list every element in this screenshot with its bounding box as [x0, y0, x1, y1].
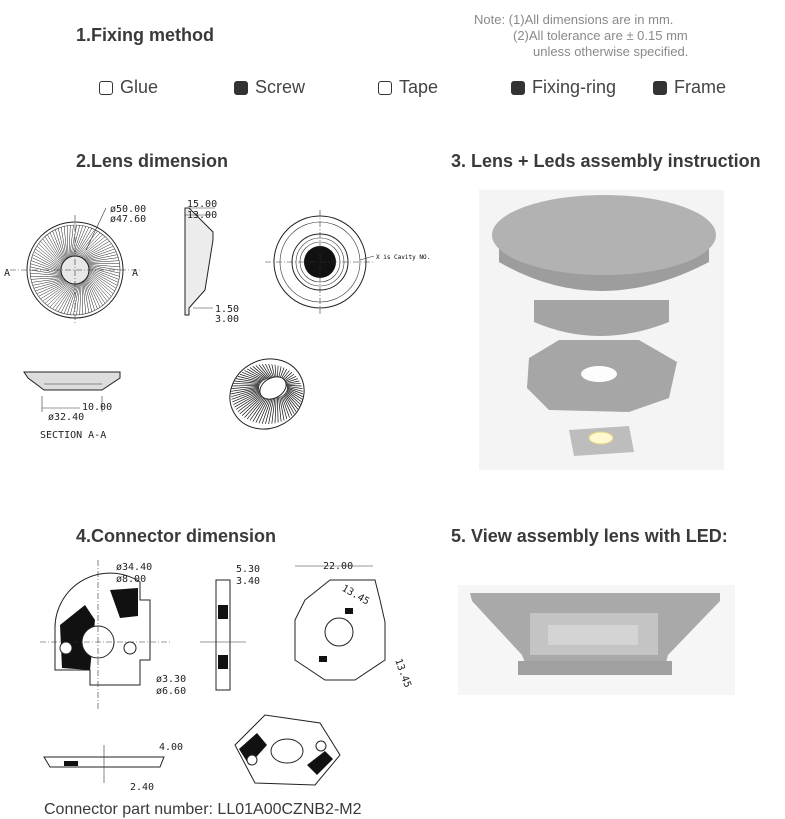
lens-side-view: 15.00 13.00 1.50 3.00	[184, 199, 239, 325]
dim-22-00: 22.00	[323, 561, 353, 572]
lens-iso-view	[229, 358, 305, 430]
lens-profile	[184, 207, 214, 316]
checkbox-glue[interactable]	[99, 80, 113, 95]
connector-iso-screw-1	[246, 754, 258, 766]
option-tape-label: Tape	[399, 77, 439, 97]
lens-top	[492, 195, 716, 275]
dim-32-40: ø32.40	[48, 412, 84, 423]
connector-bottom-pad-1	[345, 608, 353, 614]
section-a-a: 10.00 ø32.40 SECTION A-A	[23, 371, 121, 441]
dim-13: 13.00	[187, 210, 217, 221]
connector-front-view: 4.00 2.40	[43, 742, 183, 793]
note-line-2: (2)All tolerance are ± 0.15 mm	[513, 28, 688, 43]
view-assembly-render	[458, 585, 735, 695]
connector-side-view: 5.30 3.40	[200, 564, 260, 691]
fixing-method-title: 1.Fixing method	[76, 25, 215, 45]
bottom-leader	[359, 255, 375, 261]
connector-iso-dark-1	[239, 733, 267, 765]
view-assembly-title: 5. View assembly lens with LED:	[451, 526, 728, 546]
iso-rays	[230, 363, 304, 425]
dim-3-40: 3.40	[236, 576, 260, 587]
option-screw[interactable]: Screw	[234, 77, 305, 98]
lens-rays	[29, 224, 121, 316]
option-fixing-ring-label: Fixing-ring	[532, 77, 617, 97]
connector-side-detail-1	[218, 605, 228, 619]
checkbox-fixing-ring[interactable]	[511, 80, 525, 95]
connector-title: 4.Connector dimension	[76, 526, 277, 546]
connector-part-number: Connector part number: LL01A00CZNB2-M2	[44, 801, 362, 818]
connector-side-detail-2	[218, 655, 228, 669]
iso-hole	[259, 376, 287, 400]
lens-top-view: A A ø50.00 ø47.60	[4, 204, 146, 325]
led-chip	[588, 431, 614, 445]
connector-iso-dark-2	[307, 751, 333, 775]
checkbox-screw[interactable]	[234, 80, 248, 95]
dim-5-30: 5.30	[236, 564, 260, 575]
checkbox-tape[interactable]	[378, 80, 392, 95]
dim-2-40: 2.40	[130, 782, 154, 793]
dim-3-00: 3.00	[215, 314, 239, 325]
note-line-3: unless otherwise specified.	[533, 44, 689, 59]
dim-34-40: ø34.40	[116, 562, 152, 573]
dim-6-60: ø6.60	[156, 686, 186, 697]
connector-screw-hole-2	[123, 641, 137, 655]
lens-bottom-view: X is Cavity NO.	[265, 210, 430, 314]
option-glue[interactable]: Glue	[99, 77, 158, 98]
connector-screw-hole-1	[59, 641, 73, 655]
connector-bottom-hole	[324, 617, 354, 647]
lens-base	[534, 300, 669, 336]
view-assembly-svg	[470, 593, 720, 675]
option-frame-label: Frame	[674, 77, 727, 97]
connector-hole-render	[581, 366, 617, 382]
connector-side-body	[215, 579, 231, 691]
dim-1-50: 1.50	[215, 304, 239, 315]
view-inner-2	[548, 625, 638, 645]
section-body	[23, 371, 121, 391]
section-a-left: A	[4, 268, 10, 279]
lens-dimension-title: 2.Lens dimension	[76, 151, 229, 171]
option-fixing-ring[interactable]: Fixing-ring	[511, 77, 616, 98]
connector-iso-view	[234, 714, 341, 786]
connector-iso-screw-2	[315, 740, 327, 752]
option-tape[interactable]: Tape	[378, 77, 438, 98]
connector-dark-2	[110, 588, 138, 618]
dim-3-30: ø3.30	[156, 674, 186, 685]
lens-leader	[85, 207, 107, 251]
dim-d50: ø50.00	[110, 204, 146, 215]
checkbox-frame[interactable]	[653, 80, 667, 95]
assembly-render	[479, 190, 724, 470]
connector-iso-hole	[270, 738, 304, 764]
connector-front-detail	[64, 761, 78, 766]
section-a-right: A	[132, 268, 138, 279]
assembly-title: 3. Lens + Leds assembly instruction	[451, 151, 761, 171]
option-glue-label: Glue	[120, 77, 159, 97]
note-line-1: Note: (1)All dimensions are in mm.	[474, 12, 674, 27]
option-frame[interactable]: Frame	[653, 77, 726, 98]
connector-bottom-view: 22.00 13.45 13.45	[294, 561, 413, 689]
connector-bottom-pad-2	[319, 656, 327, 662]
dim-15: 15.00	[187, 199, 217, 210]
dim-4-00: 4.00	[159, 742, 183, 753]
assembly-render-svg	[492, 195, 716, 456]
option-screw-label: Screw	[255, 77, 306, 97]
dim-8-00: ø8.00	[116, 574, 146, 585]
dim-d47: ø47.60	[110, 214, 146, 225]
view-connector	[518, 661, 672, 675]
dim-10: 10.00	[82, 402, 112, 413]
cavity-label: X is Cavity NO.	[376, 254, 430, 261]
dim-13-45-b: 13.45	[392, 657, 413, 689]
section-label: SECTION A-A	[40, 430, 106, 441]
connector-top-view: ø34.40 ø8.00 ø3.30 ø6.60	[40, 560, 186, 710]
